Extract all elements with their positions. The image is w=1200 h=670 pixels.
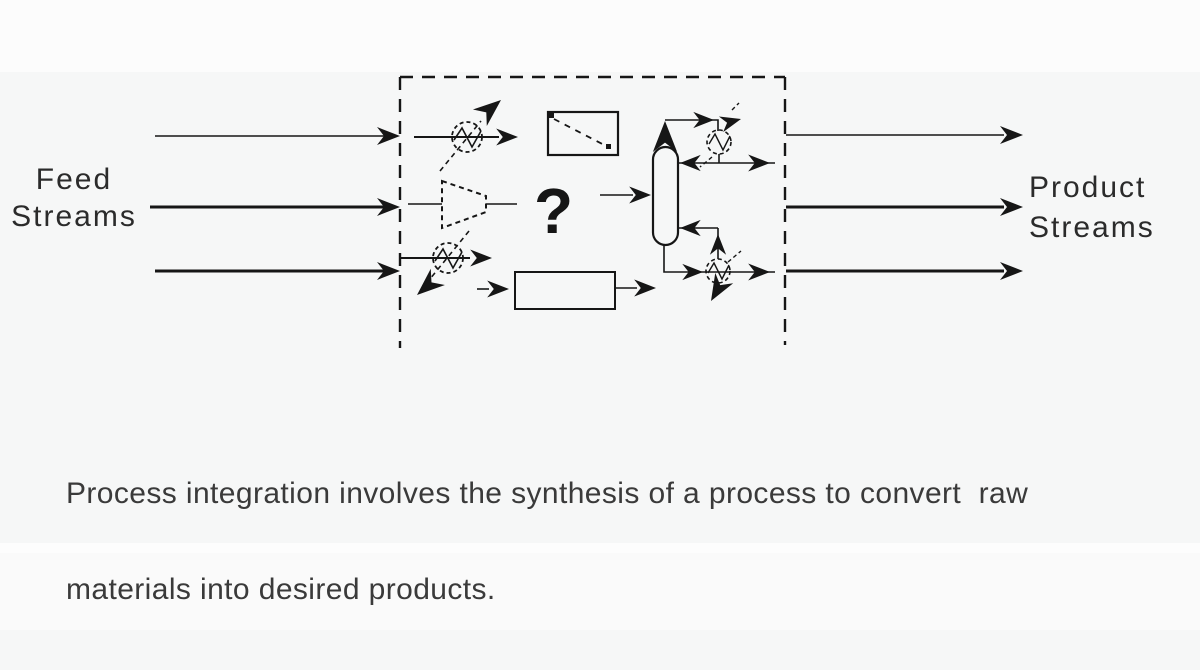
top-background-band	[0, 0, 1200, 72]
condenser-icon	[706, 129, 732, 155]
product-stream-arrows	[786, 126, 1023, 280]
membrane-separator-icon	[546, 110, 620, 157]
feed-stream-arrow-1	[155, 127, 400, 145]
caption-text: Process integration involves the synthes…	[66, 414, 1028, 670]
distillation-column-icon	[651, 102, 775, 307]
caption-line1: Process integration involves the synthes…	[66, 477, 1029, 510]
bottom-background-band	[0, 553, 1200, 630]
bottom-seam-band	[0, 543, 1200, 553]
product-streams-label: Product Streams	[1029, 168, 1155, 248]
product-streams-label-line1: Product	[1029, 171, 1147, 204]
feed-streams-label-line1: Feed	[35, 163, 113, 196]
compressor-icon	[408, 179, 517, 230]
feed-stream-arrows	[150, 127, 400, 280]
product-stream-arrow-1	[786, 126, 1023, 144]
process-integration-diagram: Feed Streams Product Streams ? Process i…	[0, 0, 1200, 630]
product-streams-label-line2: Streams	[1029, 211, 1155, 244]
feed-to-column-arrow	[600, 186, 651, 204]
reboiler-icon	[705, 258, 731, 284]
feed-streams-label-line2: Streams	[11, 200, 137, 233]
reactor-icon	[477, 271, 656, 310]
caption-line2: materials into desired products.	[66, 573, 496, 606]
feed-stream-arrow-3	[155, 262, 400, 280]
heat-exchanger-bottom-icon	[400, 230, 492, 304]
question-mark: ?	[534, 175, 574, 247]
product-stream-arrow-3	[786, 262, 1023, 280]
feed-stream-arrow-2	[150, 198, 400, 216]
flowsheet-graphic	[150, 75, 1023, 348]
feed-streams-label: Feed Streams	[0, 161, 148, 235]
heat-exchanger-top-icon	[414, 91, 518, 172]
product-stream-arrow-2	[786, 198, 1023, 216]
dashed-boundary-box	[398, 75, 787, 348]
